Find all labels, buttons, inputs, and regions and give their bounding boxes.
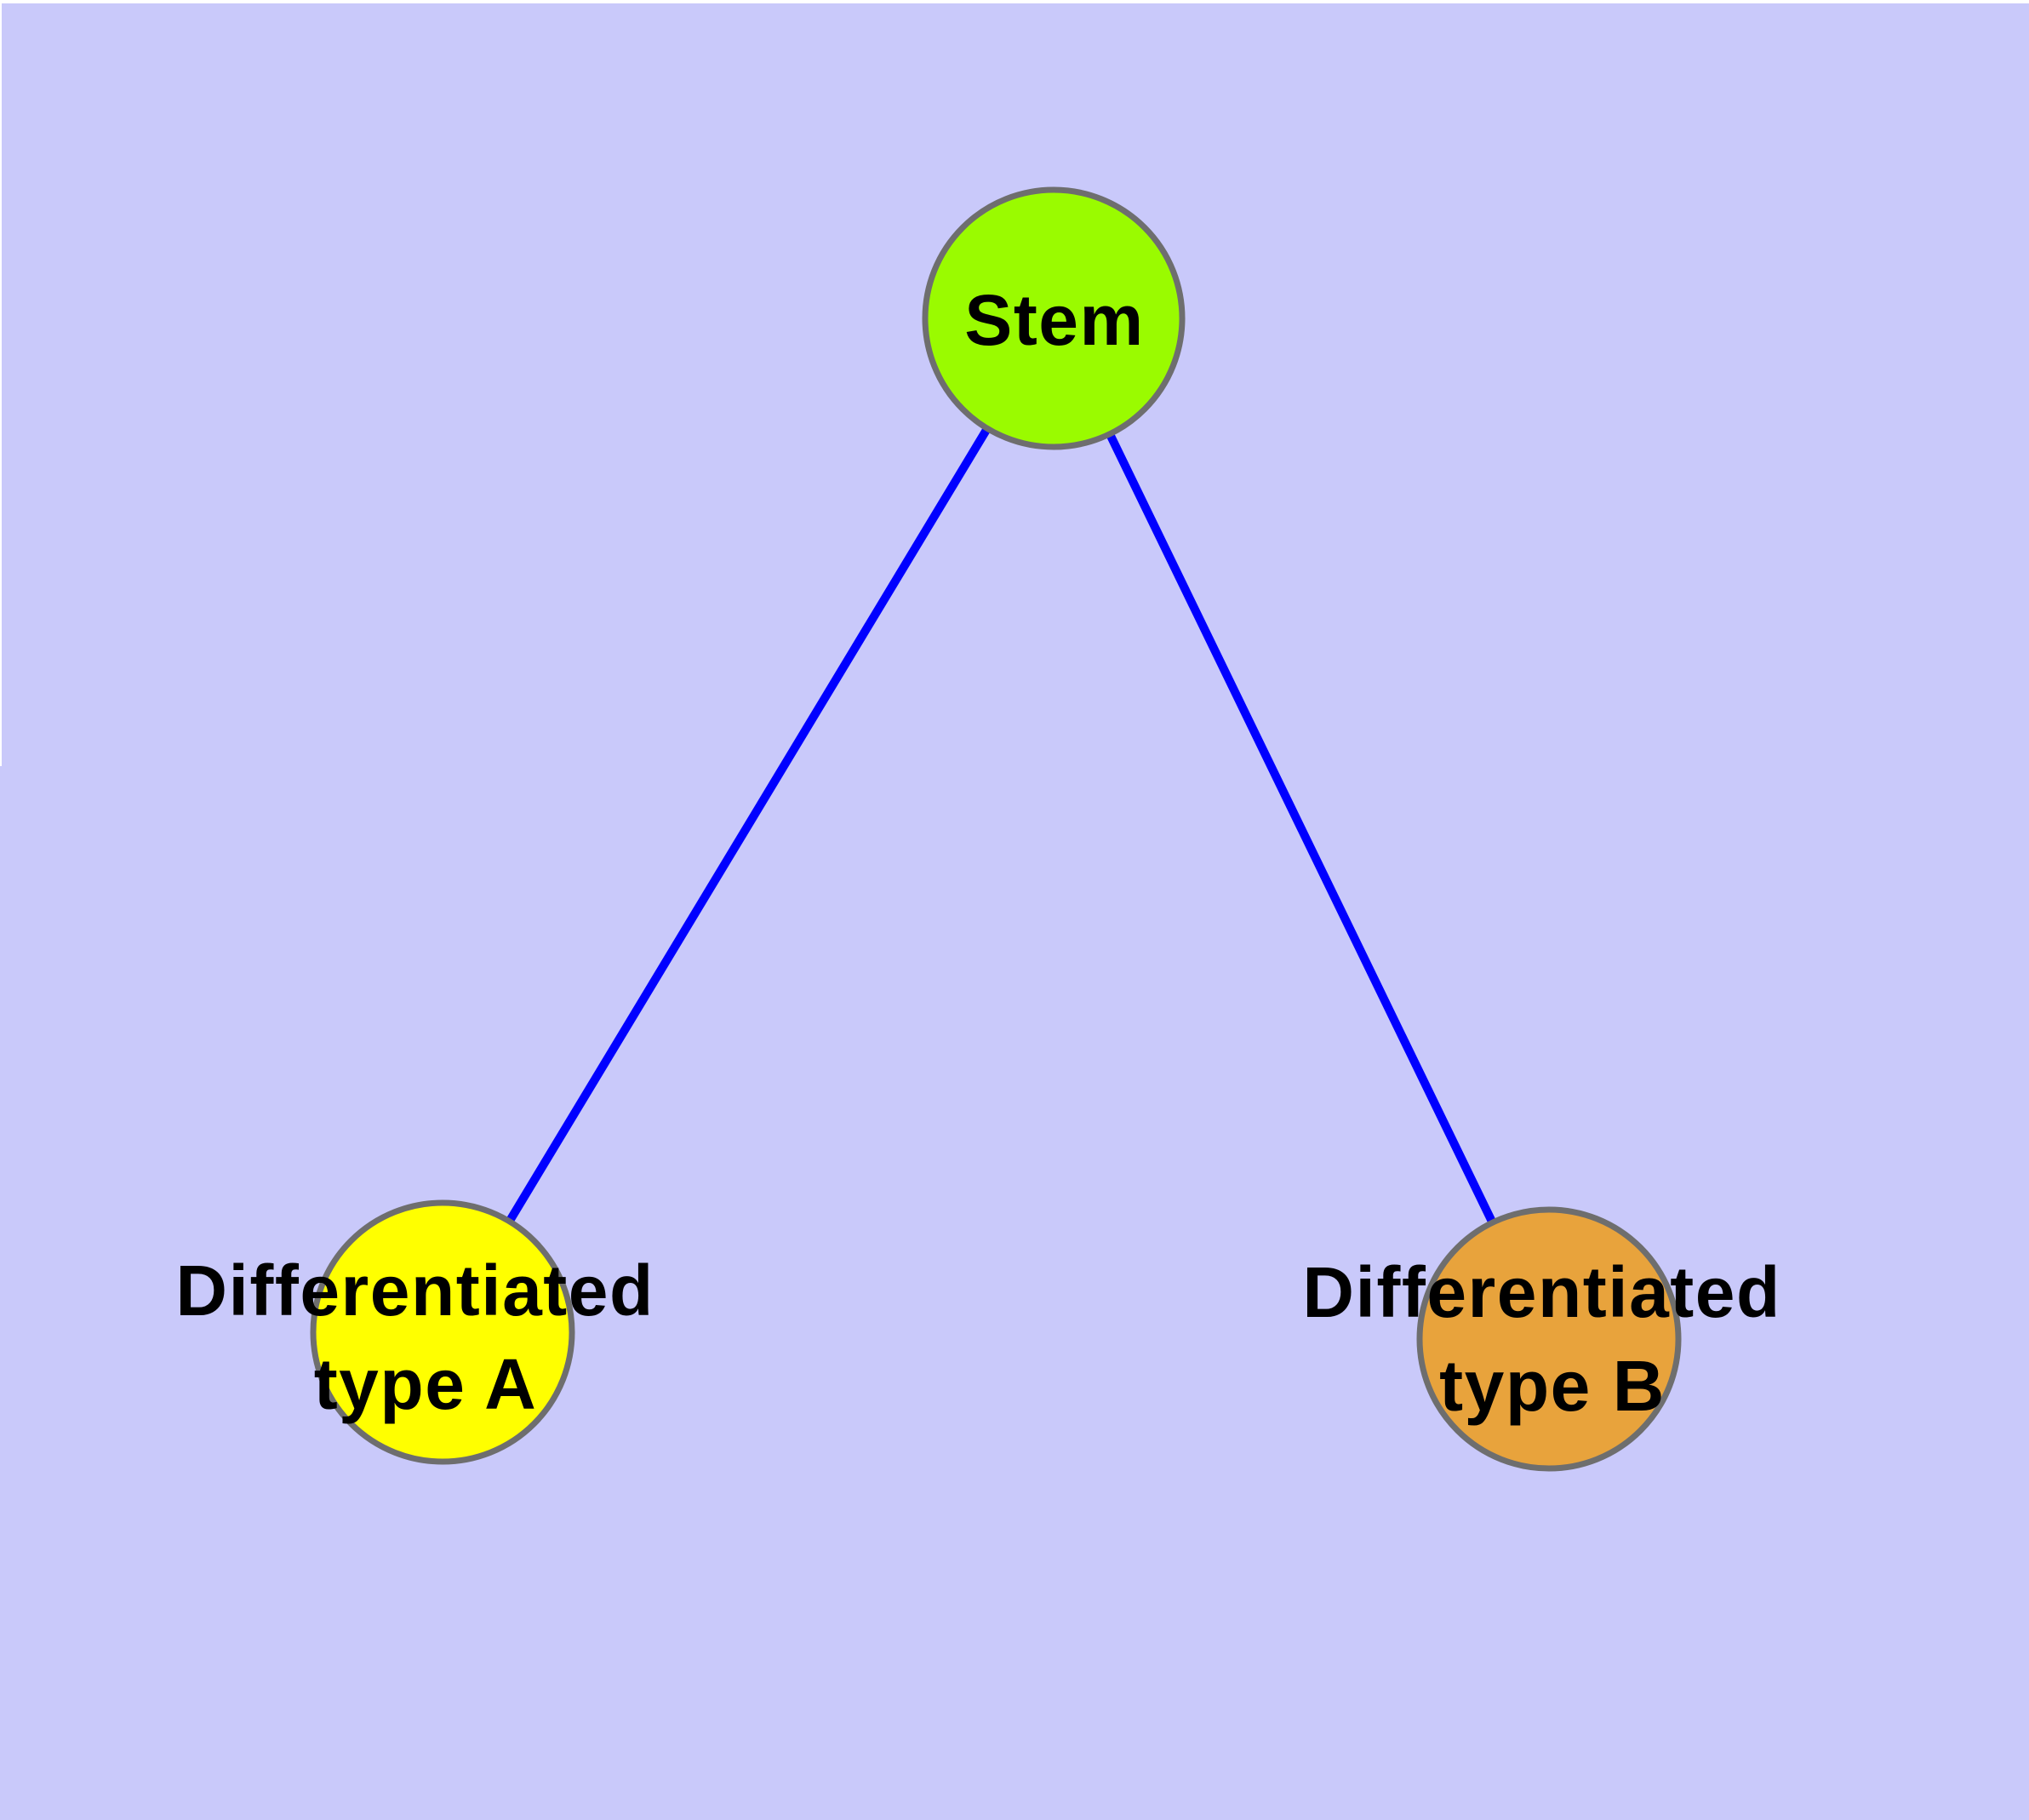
stem-node	[922, 186, 1186, 450]
differentiated-type-a-node	[310, 1199, 575, 1465]
type-b-label-line1: Differentiated	[1302, 1252, 1780, 1332]
stem-node-label: Stem	[964, 280, 1144, 360]
edge-stem-to-type-b	[1049, 316, 1553, 1342]
differentiated-type-a-label: Differentiated type A	[175, 1251, 675, 1424]
differentiated-type-b-node	[1416, 1206, 1682, 1472]
type-b-label-line2: type B	[1439, 1346, 1666, 1426]
differentiated-type-b-label: Differentiated type B	[1302, 1252, 1802, 1426]
type-a-label-line2: type A	[314, 1344, 538, 1424]
top-margin-strip	[0, 0, 2029, 3]
left-margin-strip	[0, 0, 2, 766]
type-a-label-line1: Differentiated	[175, 1251, 654, 1331]
edge-stem-to-type-a	[438, 316, 1058, 1335]
